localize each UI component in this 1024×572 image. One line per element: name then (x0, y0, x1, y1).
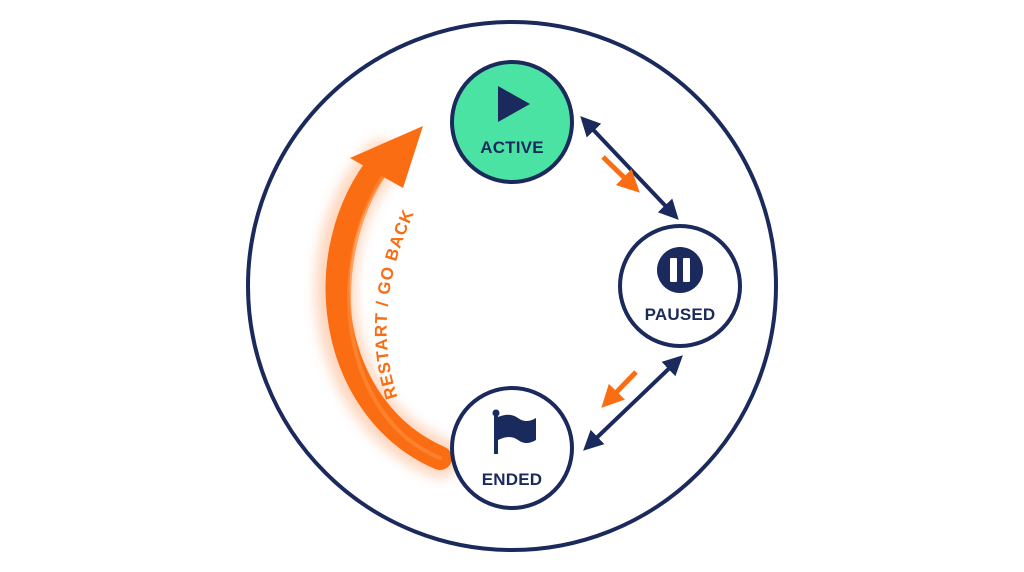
outer-ring (246, 20, 778, 552)
state-paused: PAUSED (618, 224, 742, 348)
restart-label: RESTART / GO BACK (372, 206, 418, 401)
flow-arrow-paused-to-ended (601, 370, 638, 408)
flag-icon (492, 409, 536, 454)
play-icon (498, 86, 530, 122)
restart-arrow (315, 126, 460, 478)
paused-label: PAUSED (645, 305, 716, 324)
flow-arrow-active-to-paused (601, 155, 640, 193)
restart-label-text: RESTART / GO BACK (372, 206, 417, 401)
active-paused-connector (580, 116, 679, 220)
paused-ended-connector (583, 355, 683, 451)
pause-icon (657, 247, 703, 293)
state-active: ACTIVE (450, 60, 574, 184)
ended-label: ENDED (482, 470, 543, 489)
state-ended: ENDED (450, 386, 574, 510)
active-label: ACTIVE (480, 138, 544, 157)
ended-node (450, 386, 574, 510)
active-node (450, 60, 574, 184)
